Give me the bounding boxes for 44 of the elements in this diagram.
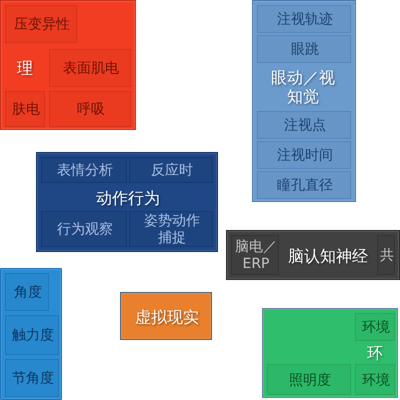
measure-tile <box>257 171 351 199</box>
measure-label: 节角度 <box>12 370 54 388</box>
category-panel <box>252 0 356 202</box>
measure-label: 姿势动作捕捉 <box>143 213 201 247</box>
measure-label: 注视点 <box>284 118 326 134</box>
category-title: 环 <box>367 343 383 363</box>
measure-label: 照明度 <box>289 372 331 389</box>
measure-tile <box>5 315 59 355</box>
measure-tile <box>267 364 351 395</box>
category-title: 脑认知神经 <box>288 246 368 266</box>
measure-label: 环境 <box>362 372 390 389</box>
measure-tile <box>49 49 131 87</box>
measure-tile <box>5 359 59 397</box>
measure-tile <box>5 91 45 127</box>
measure-label: 反应时 <box>151 162 193 180</box>
category-panel <box>0 0 136 130</box>
measure-tile <box>355 313 395 341</box>
measure-label: 注视轨迹 <box>277 12 333 28</box>
measure-label: 肤电 <box>12 102 40 118</box>
category-title: 眼动／视知觉 <box>270 68 336 106</box>
category-panel <box>262 308 398 398</box>
category-title: 理 <box>17 58 33 78</box>
category-panel <box>0 268 62 400</box>
measure-label: 瞳孔直径 <box>277 178 333 194</box>
measure-label: 触力度 <box>12 328 54 344</box>
measure-label: 环境 <box>362 320 390 336</box>
measure-label: 压变异性 <box>14 16 70 34</box>
measure-label: 表面肌电 <box>63 60 119 78</box>
measure-label: 注视时间 <box>277 148 333 164</box>
measure-label: 共 <box>380 248 394 264</box>
measure-tile <box>355 364 395 395</box>
measure-tile <box>49 91 131 127</box>
measure-label: 表情分析 <box>57 162 113 180</box>
category-title: 虚拟现实 <box>135 307 199 327</box>
measure-label: 行为观察 <box>57 222 113 238</box>
category-panel <box>226 230 400 280</box>
measure-tile <box>5 5 77 43</box>
measure-label: 角度 <box>14 284 42 302</box>
measure-label: 呼吸 <box>77 102 105 118</box>
category-panel <box>36 152 218 252</box>
category-panel <box>120 292 212 340</box>
measure-label: 眼跳 <box>291 42 319 58</box>
category-title: 动作行为 <box>96 188 160 208</box>
measure-label: 脑电／ERP <box>235 239 277 273</box>
